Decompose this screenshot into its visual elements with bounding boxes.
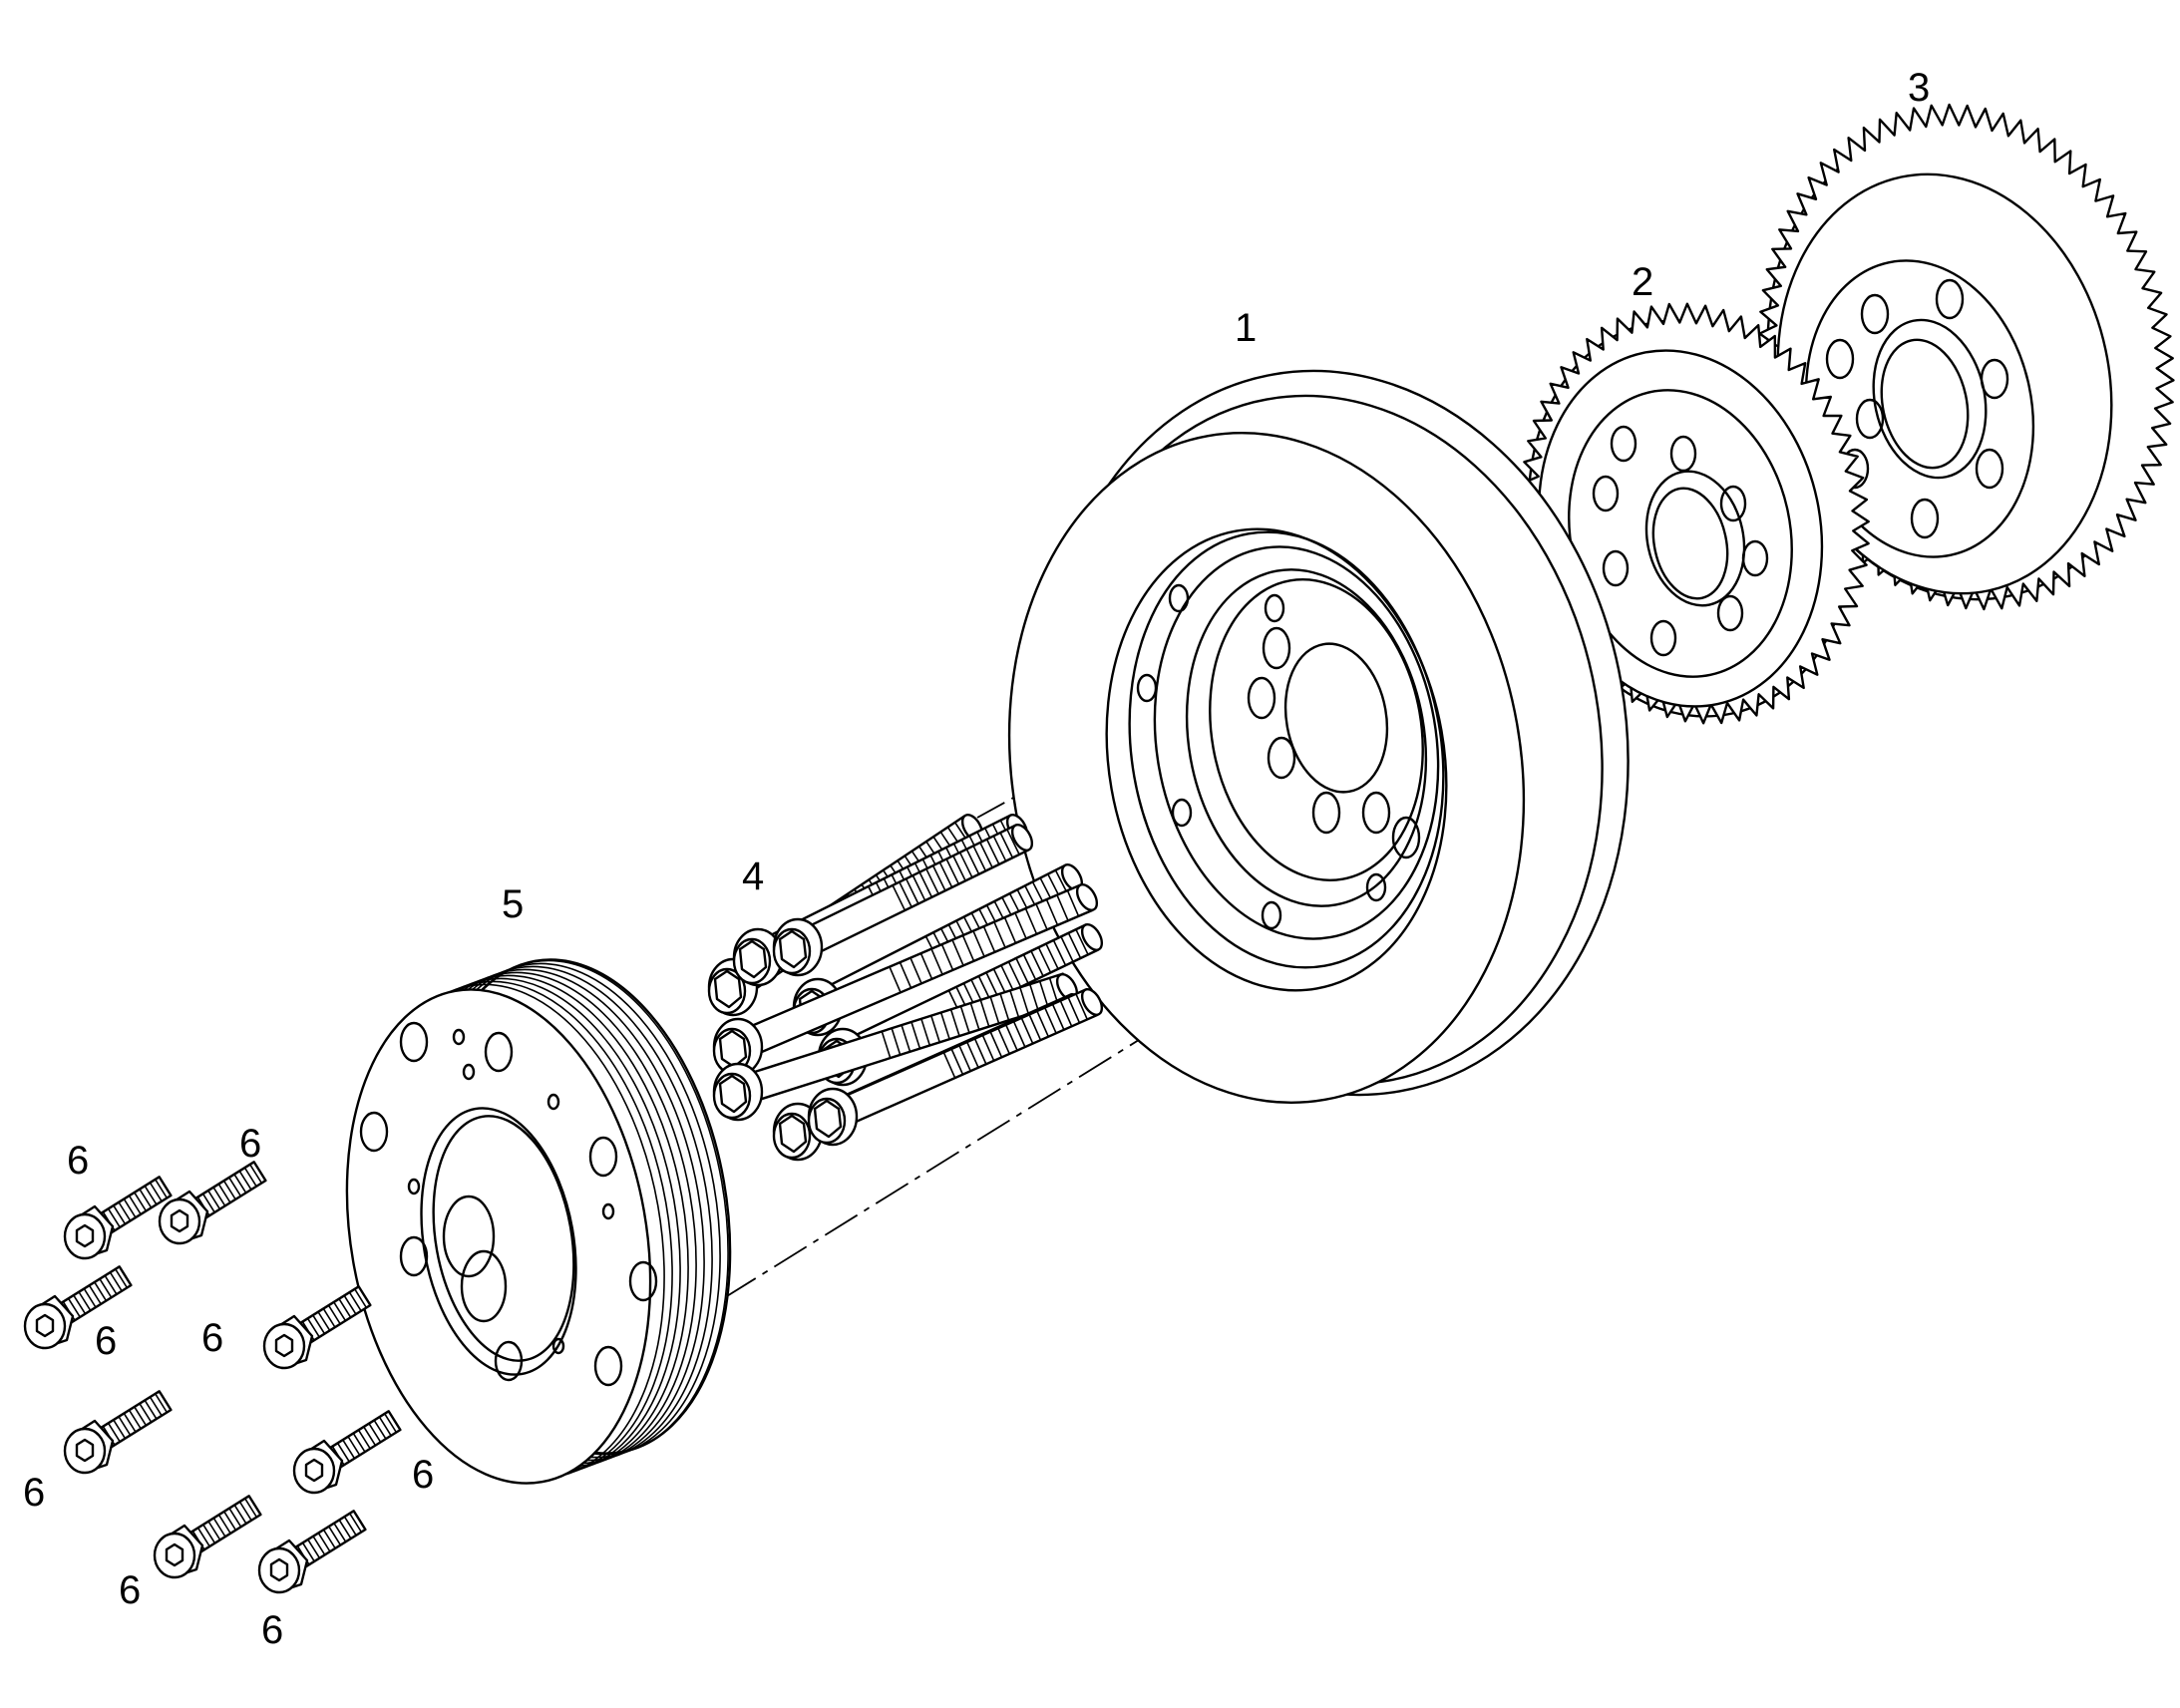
long-bolt	[807, 987, 1104, 1147]
cap-screw	[262, 1285, 372, 1370]
medium-gear	[1521, 302, 1870, 725]
cap-screw	[292, 1410, 402, 1495]
belt-pulley	[345, 958, 732, 1485]
callout-part-6: 6	[95, 1319, 117, 1363]
callout-part-4: 4	[742, 854, 764, 898]
callout-part-6: 6	[412, 1453, 434, 1497]
cap-screw	[63, 1390, 173, 1475]
callout-part-1: 1	[1235, 306, 1257, 350]
long-bolt	[772, 824, 1034, 977]
callout-labels: 1 2 3 4 5 6 6 6 6 6 6 6 6	[23, 66, 1930, 1652]
cap-screw	[158, 1161, 267, 1245]
cap-screws	[23, 1161, 402, 1594]
callout-part-6: 6	[201, 1316, 223, 1360]
cap-screw	[23, 1265, 133, 1350]
callout-part-6: 6	[261, 1608, 283, 1652]
long-bolt	[712, 882, 1099, 1077]
callout-part-3: 3	[1908, 66, 1930, 110]
callout-part-5: 5	[502, 882, 524, 926]
callout-part-6: 6	[239, 1122, 261, 1166]
cap-screw	[257, 1510, 367, 1594]
callout-part-6: 6	[119, 1568, 141, 1612]
callout-part-6: 6	[67, 1139, 89, 1183]
cap-screw	[63, 1176, 173, 1260]
callout-part-6: 6	[23, 1471, 45, 1515]
long-bolts	[707, 814, 1104, 1162]
cap-screw	[153, 1495, 262, 1579]
large-gear	[1758, 103, 2175, 611]
callout-part-2: 2	[1632, 260, 1653, 304]
damper-disc	[1007, 369, 1630, 1104]
